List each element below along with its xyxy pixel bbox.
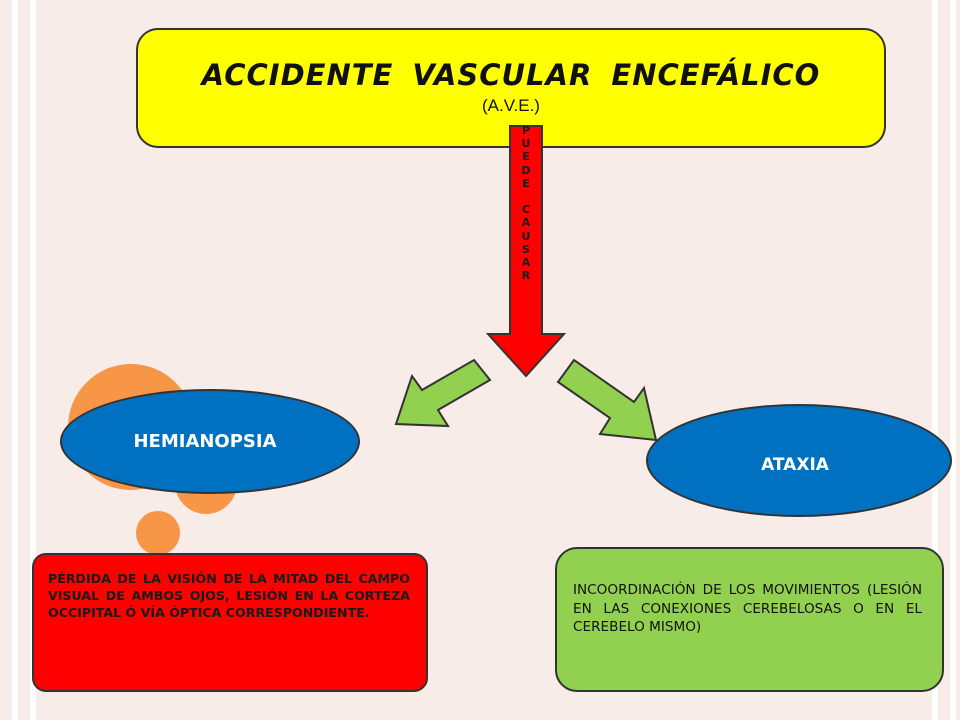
connector-label: P U E D E C A U S A R	[521, 124, 531, 283]
down-arrow	[486, 125, 566, 378]
node-ataxia: ATAXIA	[646, 404, 952, 517]
decor-circle-small	[136, 511, 180, 555]
arrow-to-hemianopsia	[394, 358, 492, 428]
background-stripe	[12, 0, 18, 720]
node-ataxia-label: ATAXIA	[761, 454, 829, 475]
background-stripe	[30, 0, 36, 720]
diagram-subtitle: (A.V.E.)	[482, 96, 540, 115]
arrow-to-ataxia	[556, 358, 658, 442]
node-hemianopsia: HEMIANOPSIA	[60, 389, 360, 494]
node-hemianopsia-label: HEMIANOPSIA	[133, 431, 277, 452]
diagram-title: ACCIDENTE VASCULAR ENCEFÁLICO	[201, 58, 821, 92]
ataxia-description: INCOORDINACIÓN DE LOS MOVIMIENTOS (LESIÓ…	[555, 547, 944, 692]
background-stripe	[950, 0, 956, 720]
hemianopsia-description: PÉRDIDA DE LA VISIÓN DE LA MITAD DEL CAM…	[32, 553, 428, 692]
background-stripe	[932, 0, 938, 720]
